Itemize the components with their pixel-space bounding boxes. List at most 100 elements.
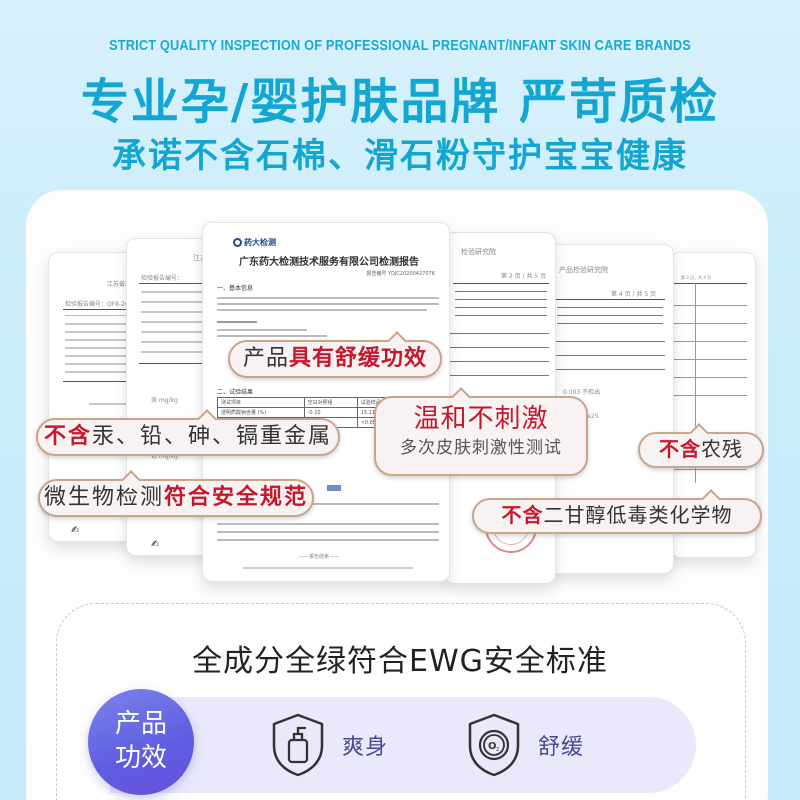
callout-highlight: 不含 bbox=[43, 424, 92, 449]
doc-line bbox=[557, 307, 663, 308]
doc-rule bbox=[139, 363, 215, 364]
doc-line bbox=[217, 309, 427, 311]
callout-microbe: 微生物检测符合安全规范 bbox=[38, 470, 314, 517]
callout-text: 汞、铅、砷、镉重金属 bbox=[92, 424, 333, 449]
table-header-cell: 空白对照组 bbox=[303, 397, 358, 408]
doc-text: 检验报告编号：QF8-2021 bbox=[65, 301, 137, 308]
doc-line bbox=[65, 363, 149, 365]
benefit-item-soothing: O 2 舒缓 bbox=[466, 712, 584, 778]
doc-text: 0.003 不检出 bbox=[563, 389, 601, 396]
doc-line bbox=[65, 347, 153, 349]
callout-gentle: 温和不刺激 多次皮肤刺激性测试 bbox=[374, 387, 588, 476]
doc-line bbox=[549, 355, 665, 356]
doc-text: 汞 mg/kg bbox=[151, 397, 178, 404]
table-cell: 透明质酸钠含量 (%) bbox=[217, 407, 305, 418]
callout-subtitle: 多次皮肤刺激性测试 bbox=[400, 438, 562, 458]
report-number: 报告编号 YDJC2020042707K bbox=[366, 271, 435, 277]
doc-line bbox=[141, 321, 207, 323]
doc-line bbox=[671, 377, 747, 378]
doc-signature: ✍ bbox=[151, 539, 160, 550]
doc-line bbox=[455, 315, 547, 316]
callout-glycol: 不含二甘醇低毒类化学物 bbox=[472, 489, 762, 534]
doc-line bbox=[141, 331, 211, 333]
doc-line bbox=[671, 469, 747, 470]
svg-text:2: 2 bbox=[496, 747, 499, 753]
doc-line bbox=[671, 359, 747, 360]
doc-line bbox=[671, 323, 747, 324]
doc-line bbox=[65, 339, 155, 341]
doc-rule bbox=[63, 381, 167, 382]
doc-text: 检验报告编号： bbox=[141, 275, 184, 282]
doc-line bbox=[141, 351, 211, 353]
doc-line bbox=[303, 503, 439, 505]
table-header-cell: 测试项目 bbox=[217, 397, 305, 408]
doc-signature: ✍ bbox=[71, 525, 80, 536]
doc-line bbox=[217, 303, 439, 305]
doc-title: 产品检验研究院 bbox=[559, 266, 608, 274]
doc-line bbox=[695, 283, 696, 483]
doc-line bbox=[65, 323, 155, 325]
benefit-badge: 产品 功效 bbox=[88, 689, 194, 795]
subhead: 承诺不含石棉、滑石粉守护宝宝健康 bbox=[112, 136, 688, 176]
shield-pump-bottle-icon bbox=[270, 712, 326, 778]
chart-bar bbox=[327, 485, 341, 491]
headline: 专业孕/婴护肤品牌 严苛质检 bbox=[80, 74, 720, 130]
callout-highlight: 具有舒缓功效 bbox=[289, 346, 428, 371]
doc-line bbox=[217, 329, 307, 331]
doc-rule bbox=[555, 299, 665, 300]
report-title: 广东药大检测技术服务有限公司检测报告 bbox=[239, 257, 419, 268]
doc-rule bbox=[139, 283, 215, 284]
doc-line bbox=[455, 291, 547, 292]
report-end: ——报告结束—— bbox=[299, 554, 340, 560]
doc-line bbox=[217, 297, 439, 299]
doc-line bbox=[671, 341, 747, 342]
lab-logo-text: 药大检测 bbox=[244, 238, 276, 247]
lab-logo-icon bbox=[233, 238, 242, 247]
doc-line bbox=[445, 375, 549, 376]
section-heading: 二、试验结果 bbox=[217, 389, 254, 396]
doc-line bbox=[671, 395, 747, 396]
doc-line bbox=[65, 331, 151, 333]
doc-rule bbox=[63, 309, 167, 310]
doc-line bbox=[445, 333, 549, 334]
benefit-bar bbox=[110, 697, 696, 793]
doc-title: 检验研究院 bbox=[461, 248, 496, 256]
callout-heavy-metals: 不含汞、铅、砷、镉重金属 bbox=[36, 409, 340, 456]
doc-line bbox=[65, 315, 155, 316]
doc-line bbox=[455, 307, 547, 308]
doc-line bbox=[217, 335, 327, 337]
callout-highlight: 不含 bbox=[659, 437, 701, 461]
doc-line bbox=[89, 403, 129, 405]
doc-line bbox=[217, 531, 439, 533]
doc-line bbox=[65, 371, 155, 373]
doc-line bbox=[549, 369, 665, 370]
doc-text: 铅 mg/kg bbox=[151, 453, 178, 460]
callout-text: 农残 bbox=[701, 437, 743, 461]
doc-line bbox=[141, 301, 211, 303]
shield-oxygen-icon: O 2 bbox=[466, 712, 522, 778]
doc-page: 第 2 页 / 共 5 页 bbox=[501, 273, 547, 280]
doc-line bbox=[217, 523, 439, 525]
doc-line bbox=[445, 347, 549, 348]
doc-line bbox=[455, 299, 547, 300]
doc-line bbox=[671, 305, 747, 306]
doc-page: 第 3 页，共 4 页 bbox=[681, 275, 712, 280]
badge-line-1: 产品 bbox=[114, 709, 167, 739]
benefit-label: 爽身 bbox=[342, 735, 389, 760]
svg-text:O: O bbox=[488, 741, 497, 752]
doc-page: 第 4 页 / 共 5 页 bbox=[611, 291, 657, 298]
callout-soothing: 产品具有舒缓功效 bbox=[228, 331, 442, 378]
doc-line bbox=[141, 341, 211, 343]
callout-highlight: 符合安全规范 bbox=[164, 485, 309, 510]
callout-text: 微生物检测 bbox=[43, 485, 164, 510]
doc-line bbox=[217, 321, 257, 323]
doc-line bbox=[243, 567, 413, 569]
callout-title: 温和不刺激 bbox=[413, 404, 549, 434]
callout-pesticide: 不含农残 bbox=[638, 423, 764, 468]
table-cell: -0.10 bbox=[303, 407, 358, 418]
ewg-card-title: 全成分全绿符合EWG安全标准 bbox=[192, 644, 608, 679]
doc-rule bbox=[453, 283, 549, 284]
benefit-item-refreshing: 爽身 bbox=[270, 712, 388, 778]
badge-line-2: 功效 bbox=[114, 743, 167, 773]
